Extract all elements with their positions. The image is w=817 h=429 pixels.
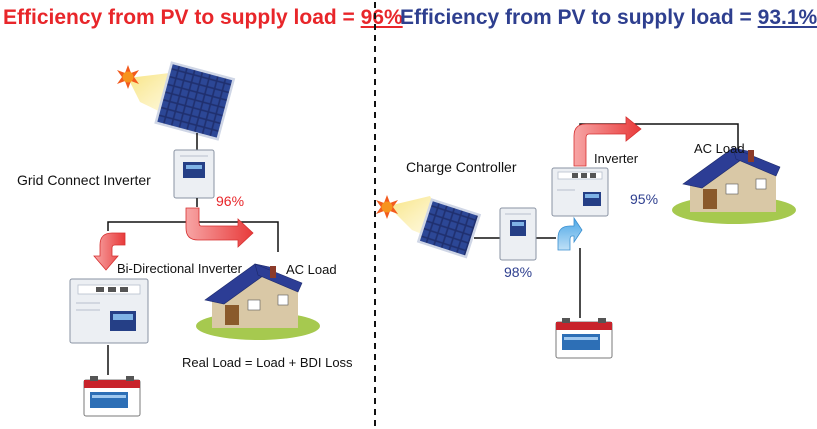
battery-icon-right bbox=[555, 318, 613, 359]
grid-inverter-icon bbox=[173, 149, 215, 199]
bdi-label: Bi-Directional Inverter bbox=[117, 261, 242, 276]
inverter-to-load-arrow bbox=[185, 207, 254, 248]
inverter-to-load-arrow-right bbox=[573, 116, 642, 167]
battery-to-inverter-arrow bbox=[557, 216, 583, 251]
bdi-inverter-icon bbox=[69, 278, 149, 344]
right-panel-title: Efficiency from PV to supply load = 93.1… bbox=[400, 6, 817, 30]
battery-icon bbox=[83, 376, 141, 417]
left-title-prefix: Efficiency from PV to supply load = bbox=[3, 6, 361, 29]
solar-panel-icon bbox=[154, 61, 236, 141]
charge-controller-icon bbox=[499, 207, 537, 261]
inverter-icon-right bbox=[551, 167, 609, 217]
inverter-efficiency: 95% bbox=[630, 191, 659, 207]
charge-controller-label: Charge Controller bbox=[406, 159, 517, 175]
ac-load-label-right: AC Load bbox=[694, 141, 745, 156]
right-title-prefix: Efficiency from PV to supply load = bbox=[400, 6, 758, 29]
left-panel-title: Efficiency from PV to supply load = 96% bbox=[3, 6, 403, 30]
system-diagram bbox=[69, 2, 796, 429]
left-title-value: 96% bbox=[360, 6, 403, 29]
inverter-label: Inverter bbox=[594, 151, 639, 166]
real-load-note: Real Load = Load + BDI Loss bbox=[182, 355, 353, 370]
grid-inverter-efficiency: 96% bbox=[216, 193, 245, 209]
to-bdi-arrow bbox=[93, 232, 126, 271]
house-icon-right bbox=[672, 147, 796, 224]
grid-inverter-label: Grid Connect Inverter bbox=[17, 172, 151, 188]
ac-load-label: AC Load bbox=[286, 262, 337, 277]
solar-panel-icon-right bbox=[416, 198, 482, 259]
right-title-value: 93.1% bbox=[757, 6, 817, 29]
house-icon bbox=[196, 263, 320, 340]
charge-controller-efficiency: 98% bbox=[504, 264, 533, 280]
